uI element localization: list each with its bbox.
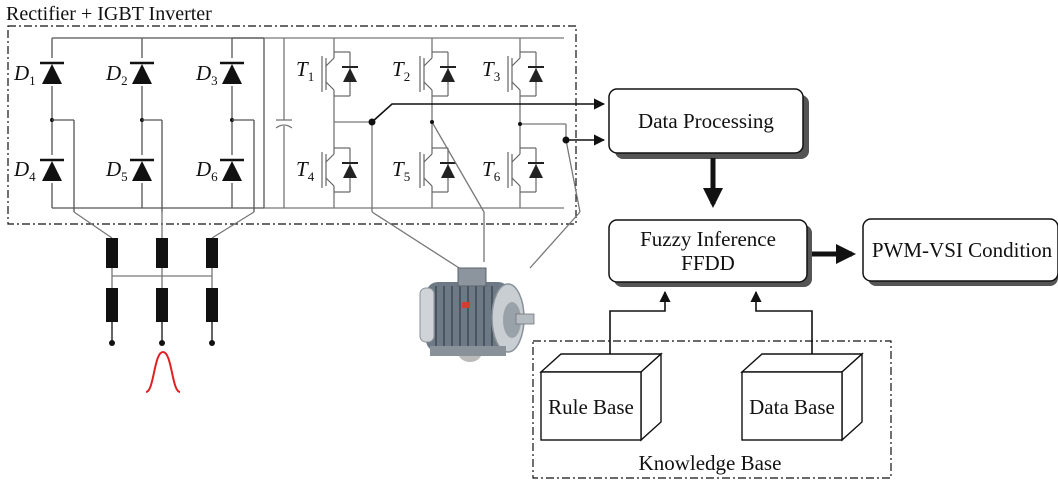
knowledge-base-enclosure xyxy=(532,340,892,479)
diode-d5 xyxy=(130,155,154,183)
data-base-block: Data Base xyxy=(740,352,864,442)
diode-d1 xyxy=(40,58,64,86)
igbt-t6 xyxy=(492,147,548,193)
inverter-enclosure xyxy=(7,25,577,225)
diode-d6 xyxy=(220,155,244,183)
diode-d3 xyxy=(220,58,244,86)
igbt-t2 xyxy=(404,51,460,97)
ffdd-label: FFDD xyxy=(681,251,735,275)
igbt-t1 xyxy=(306,51,362,97)
induction-motor-icon xyxy=(419,267,535,362)
rule-base-label: Rule Base xyxy=(548,395,634,419)
label-d6: D6 xyxy=(195,157,218,184)
data-processing-label: Data Processing xyxy=(638,109,774,133)
junction-dot xyxy=(518,122,522,126)
dc-link-capacitor xyxy=(264,37,564,209)
label-t4: T4 xyxy=(296,157,315,184)
signal-to-data-processing-1 xyxy=(371,98,606,123)
label-t3: T3 xyxy=(482,57,500,84)
label-d2: D2 xyxy=(105,61,128,88)
junction-dot xyxy=(430,120,434,124)
input-transformer xyxy=(73,211,255,346)
arrow-rule-base-to-fuzzy xyxy=(609,290,671,354)
inverter-title: Rectifier + IGBT Inverter xyxy=(6,3,212,25)
inverter-outputs xyxy=(334,121,581,276)
pwm-vsi-condition-block: PWM-VSI Condition xyxy=(862,218,1058,286)
igbt-t5 xyxy=(404,147,460,193)
diode-d2 xyxy=(130,58,154,86)
label-d5: D5 xyxy=(105,157,128,184)
label-t1: T1 xyxy=(296,57,314,84)
label-t6: T6 xyxy=(482,157,501,184)
igbt-t4 xyxy=(306,147,362,193)
rule-base-block: Rule Base xyxy=(539,352,663,442)
fuzzy-inference-block: Fuzzy Inference FFDD xyxy=(608,219,812,287)
ac-source-sine-icon xyxy=(145,350,181,393)
arrow-data-base-to-fuzzy xyxy=(750,290,813,354)
diode-d4 xyxy=(40,155,64,183)
pwm-vsi-condition-label: PWM-VSI Condition xyxy=(872,238,1053,262)
data-processing-block: Data Processing xyxy=(608,88,809,159)
knowledge-base-label: Knowledge Base xyxy=(639,451,782,475)
label-t2: T2 xyxy=(392,57,410,84)
label-d1: D1 xyxy=(13,61,36,88)
igbt-t3 xyxy=(492,51,548,97)
label-d4: D4 xyxy=(13,157,36,184)
fuzzy-inference-label: Fuzzy Inference xyxy=(640,227,776,251)
label-t5: T5 xyxy=(392,157,410,184)
data-base-label: Data Base xyxy=(749,395,835,419)
label-d3: D3 xyxy=(195,61,218,88)
